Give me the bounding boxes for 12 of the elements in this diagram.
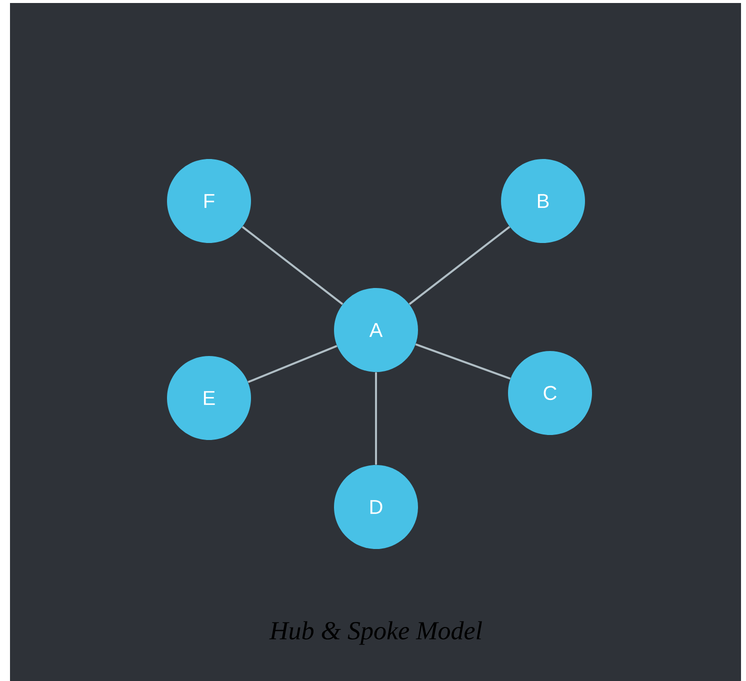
connector-line (408, 226, 510, 305)
connector-line (415, 343, 511, 380)
connector-line (375, 372, 377, 465)
circle-node: B (501, 159, 585, 243)
connector-line (248, 344, 338, 384)
connector-line (242, 226, 344, 305)
caption: Hub & Spoke Model (269, 621, 482, 645)
circle-node: C (508, 351, 592, 435)
circle-node: A (334, 288, 418, 372)
circle-node: D (334, 465, 418, 549)
circle-node: E (167, 356, 251, 440)
circle-node: F (167, 159, 251, 243)
